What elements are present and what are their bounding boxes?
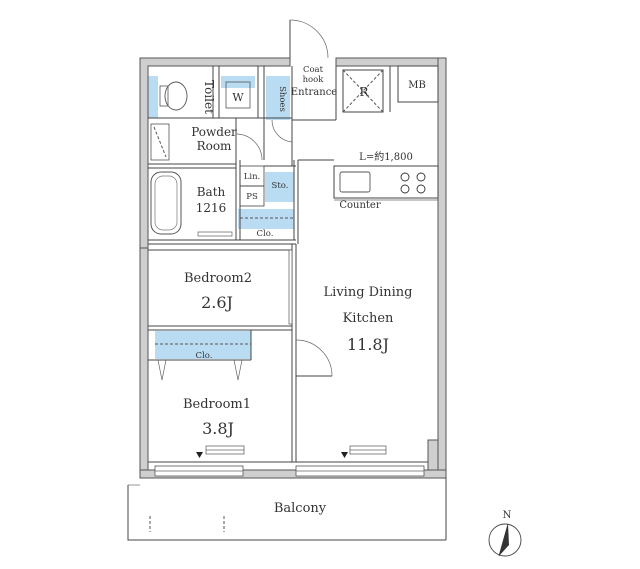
label-powder-2: Room [197,139,232,153]
corner-pillar [427,439,439,471]
stove-burner-4-icon [416,184,426,194]
balcony-outline [127,485,446,541]
label-bedroom1-size: 3.8J [202,419,234,438]
storage-area [265,172,294,202]
kitchen-sink [339,171,371,193]
label-w: W [232,91,244,104]
label-bedroom2-size: 2.6J [201,293,233,312]
label-coat-hook-2: hook [303,75,325,85]
label-ps: PS [246,192,258,202]
north-compass-icon [488,523,522,557]
label-mb: MB [408,80,426,91]
label-shoes: Shoes [277,86,287,112]
powder-room-basin [150,123,170,161]
ac-marker-icon-2 [341,452,348,458]
label-balcony: Balcony [274,501,327,516]
wall-top-right [335,57,447,67]
label-clo-upper: Clo. [257,229,274,239]
label-bedroom2: Bedroom2 [184,271,252,286]
stove-burner-2-icon [416,172,426,182]
label-ldk-size: 11.8J [347,335,389,354]
label-kitchen-length: L=約1,800 [359,150,413,163]
label-north: N [503,510,512,521]
label-bedroom1: Bedroom1 [183,397,251,412]
label-sto: Sto. [272,181,289,191]
label-coat-hook-1: Coat [303,65,324,75]
label-ldk-1: Living Dining [324,285,413,300]
stove-burner-1-icon [400,172,410,182]
bathtub [150,171,182,235]
label-clo-lower: Clo. [196,351,213,361]
label-entrance: Entrance [291,87,338,98]
label-ldk-2: Kitchen [343,311,394,326]
shoes-storage-area [266,76,290,120]
label-r: R [359,85,369,99]
label-toilet: Toilet [202,80,216,114]
wall-left [139,247,149,479]
label-bath-2: 1216 [196,201,227,215]
label-bath-1: Bath [197,185,226,199]
refrigerator-space [342,69,384,113]
kitchen-counter [333,165,439,199]
closet-upper-area [238,209,294,229]
stove-burner-3-icon [400,184,410,194]
label-counter: Counter [339,200,380,211]
toilet-fixture [164,81,188,111]
label-lin: Lin. [244,172,261,182]
label-powder-1: Powder [191,125,237,139]
ac-marker-icon [196,452,203,458]
wall-right [437,57,447,479]
mb-box [397,65,439,103]
closet-lower-area [155,331,251,359]
